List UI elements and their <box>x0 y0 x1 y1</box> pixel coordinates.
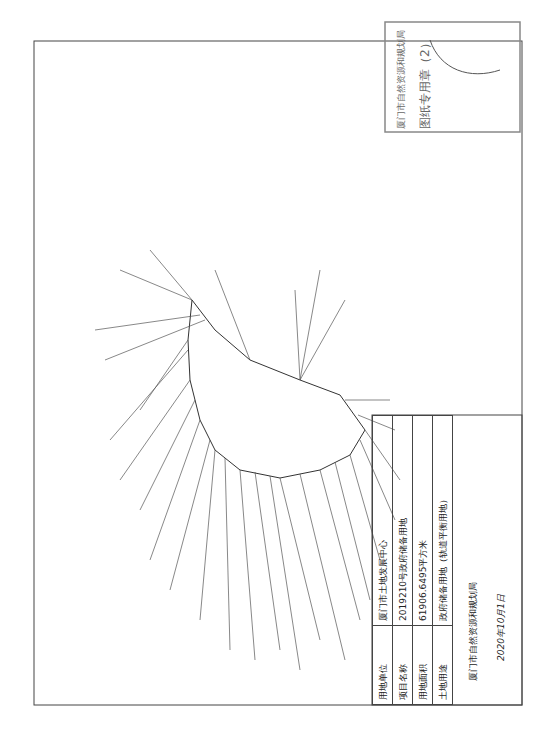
field-label: 项目名称 <box>392 625 413 705</box>
leader-line <box>240 470 255 660</box>
leader-line <box>225 458 230 650</box>
field-value: 2019210号政府储备用地 <box>392 415 413 626</box>
issue-date: 2020年10月1日 <box>492 505 510 665</box>
field-label: 土地用途 <box>432 625 453 705</box>
field-value: 61906.6495平方米 <box>412 415 433 626</box>
leader-line <box>95 315 200 330</box>
field-value: 政府储备用地（轨道平衡用地） <box>432 415 453 626</box>
signature <box>430 40 500 74</box>
stamp-text: 厦门市自然资源和规划局 <box>395 30 408 129</box>
stamp-frame <box>385 22 520 132</box>
stamp-text: 图纸专用章（2） <box>417 37 434 129</box>
leader-line <box>120 380 190 480</box>
leader-line <box>140 400 195 510</box>
leader-line <box>140 340 188 410</box>
leader-line <box>358 415 395 430</box>
leader-line <box>150 250 192 300</box>
field-value: 厦门市土地发展中心 <box>372 415 393 626</box>
sheet-frame <box>34 41 522 705</box>
field-label: 用地面积 <box>412 625 433 705</box>
leader-line <box>270 476 300 670</box>
field-label: 用地单位 <box>372 625 393 705</box>
leader-line <box>280 478 320 640</box>
leader-line <box>320 470 360 620</box>
leader-line <box>300 474 345 660</box>
issuing-authority: 厦门市自然资源和规划局 <box>464 505 482 685</box>
leader-line <box>295 290 300 380</box>
stamp: 厦门市自然资源和规划局图纸专用章（2） <box>387 23 517 131</box>
leader-lines <box>95 250 400 670</box>
leader-line <box>345 400 390 401</box>
leader-line <box>365 430 400 480</box>
leader-line <box>300 300 345 380</box>
leader-line <box>120 270 192 300</box>
leader-line <box>105 320 205 360</box>
leader-line <box>215 270 250 360</box>
leader-line <box>350 455 380 560</box>
leader-line <box>360 440 395 520</box>
title-block: 用地单位厦门市土地发展中心项目名称2019210号政府储备用地用地面积61906… <box>372 415 522 705</box>
leader-line <box>200 450 215 620</box>
leader-line <box>255 472 280 650</box>
leader-line <box>170 440 210 590</box>
title-block-frame <box>372 415 522 705</box>
leader-line <box>110 350 188 440</box>
leader-line <box>300 270 320 380</box>
leader-line <box>150 420 200 560</box>
leader-line <box>335 462 370 600</box>
